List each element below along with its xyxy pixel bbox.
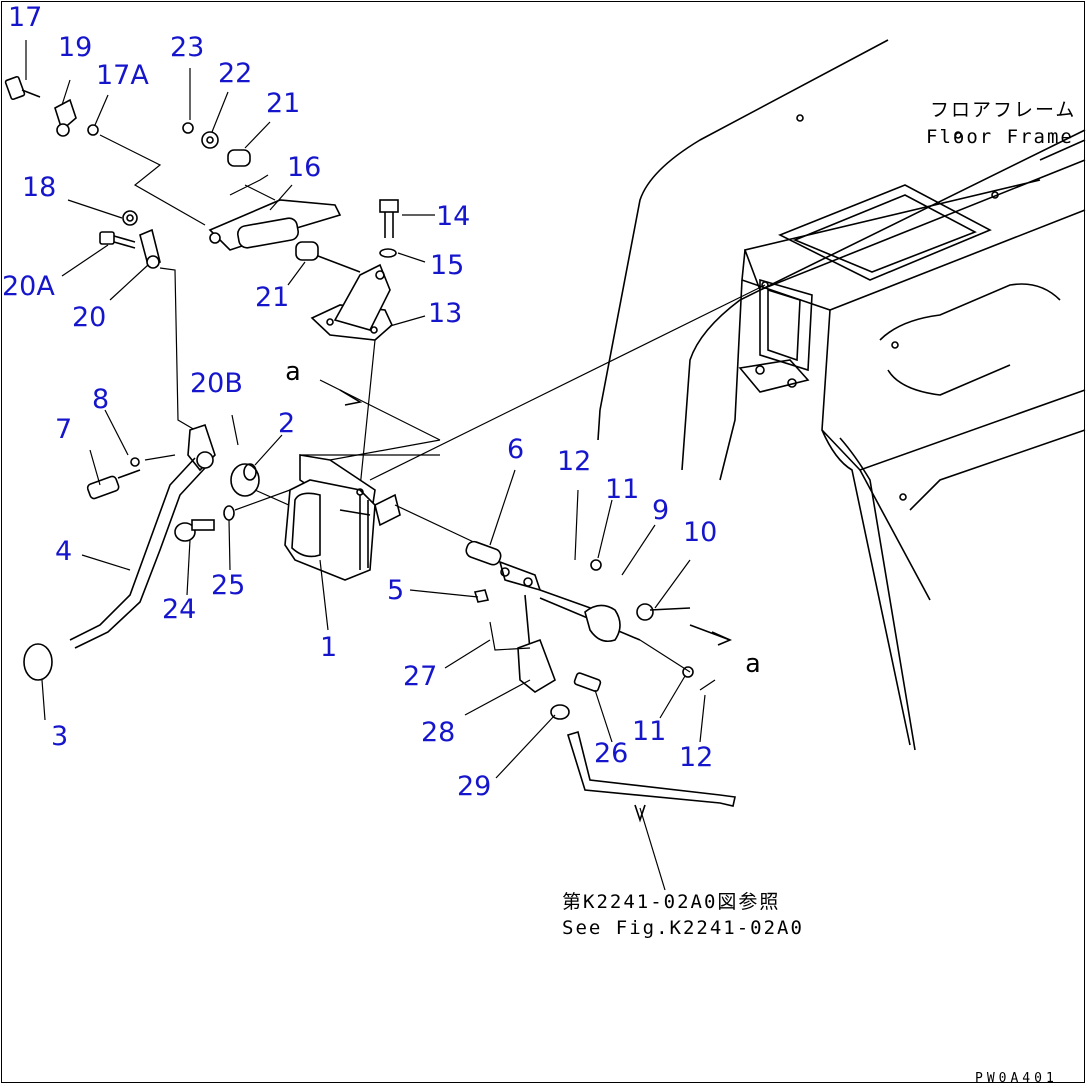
- part-label: 23: [170, 32, 204, 63]
- part-label: 15: [430, 250, 464, 281]
- part-label: 17: [8, 2, 42, 33]
- bolt-24-group: [174, 489, 291, 542]
- drawing-code: PW0A401: [975, 1071, 1058, 1086]
- part-label: 14: [436, 201, 470, 232]
- rod-end-20-group: [99, 210, 196, 431]
- part-label: 20B: [190, 368, 243, 399]
- part-label: 11: [605, 474, 639, 505]
- part-label: 12: [679, 742, 713, 773]
- part-label: 10: [683, 517, 717, 548]
- part-label: 22: [218, 58, 252, 89]
- view-a-label-top: a: [285, 357, 303, 387]
- floor-frame: [597, 39, 1086, 751]
- floor-frame-label-jp: フロアフレーム: [930, 99, 1076, 121]
- part-label: 5: [387, 575, 404, 606]
- upper-linkage: [4, 75, 361, 273]
- part-label: 20A: [2, 271, 55, 302]
- bracket-13-group: [310, 199, 399, 489]
- part-label: 17A: [96, 60, 149, 91]
- floor-frame-label-en: Floor Frame: [926, 126, 1074, 148]
- part-label: 4: [55, 536, 72, 567]
- part-label: 26: [594, 738, 628, 769]
- part-label: 27: [403, 661, 437, 692]
- part-label: 1: [320, 632, 337, 663]
- spring-group: [319, 379, 733, 691]
- shaft-6-group: [465, 540, 736, 891]
- part-label: 9: [652, 495, 669, 526]
- part-label: 12: [557, 446, 591, 477]
- leader-lines: [25, 40, 706, 779]
- part-labels: 17 19 17A 23 22 21 16 18 14 15 20A 20 21…: [2, 2, 717, 802]
- part-label: 6: [507, 434, 524, 465]
- part-label: 2: [278, 408, 295, 439]
- annotations: フロアフレーム Floor Frame a a 第K2241-02A0図参照 S…: [285, 99, 1076, 1086]
- view-a-label-right: a: [745, 649, 763, 679]
- part-label: 24: [162, 594, 196, 625]
- part-label: 3: [51, 721, 68, 752]
- part-label: 29: [457, 771, 491, 802]
- part-label: 19: [58, 32, 92, 63]
- part-label: 25: [211, 570, 245, 601]
- part-label: 21: [266, 88, 300, 119]
- reference-label-en: See Fig.K2241-02A0: [562, 917, 804, 939]
- part-label: 28: [421, 717, 455, 748]
- part-label: 16: [287, 152, 321, 183]
- part-label: 13: [428, 298, 462, 329]
- part-label: 11: [632, 716, 666, 747]
- part-label: 20: [72, 302, 106, 333]
- part-label: 21: [255, 282, 289, 313]
- bracket-1: [284, 439, 481, 581]
- part-label: 8: [92, 384, 109, 415]
- part-label: 7: [55, 414, 72, 445]
- part-label: 18: [22, 172, 56, 203]
- reference-label-jp: 第K2241-02A0図参照: [562, 891, 780, 913]
